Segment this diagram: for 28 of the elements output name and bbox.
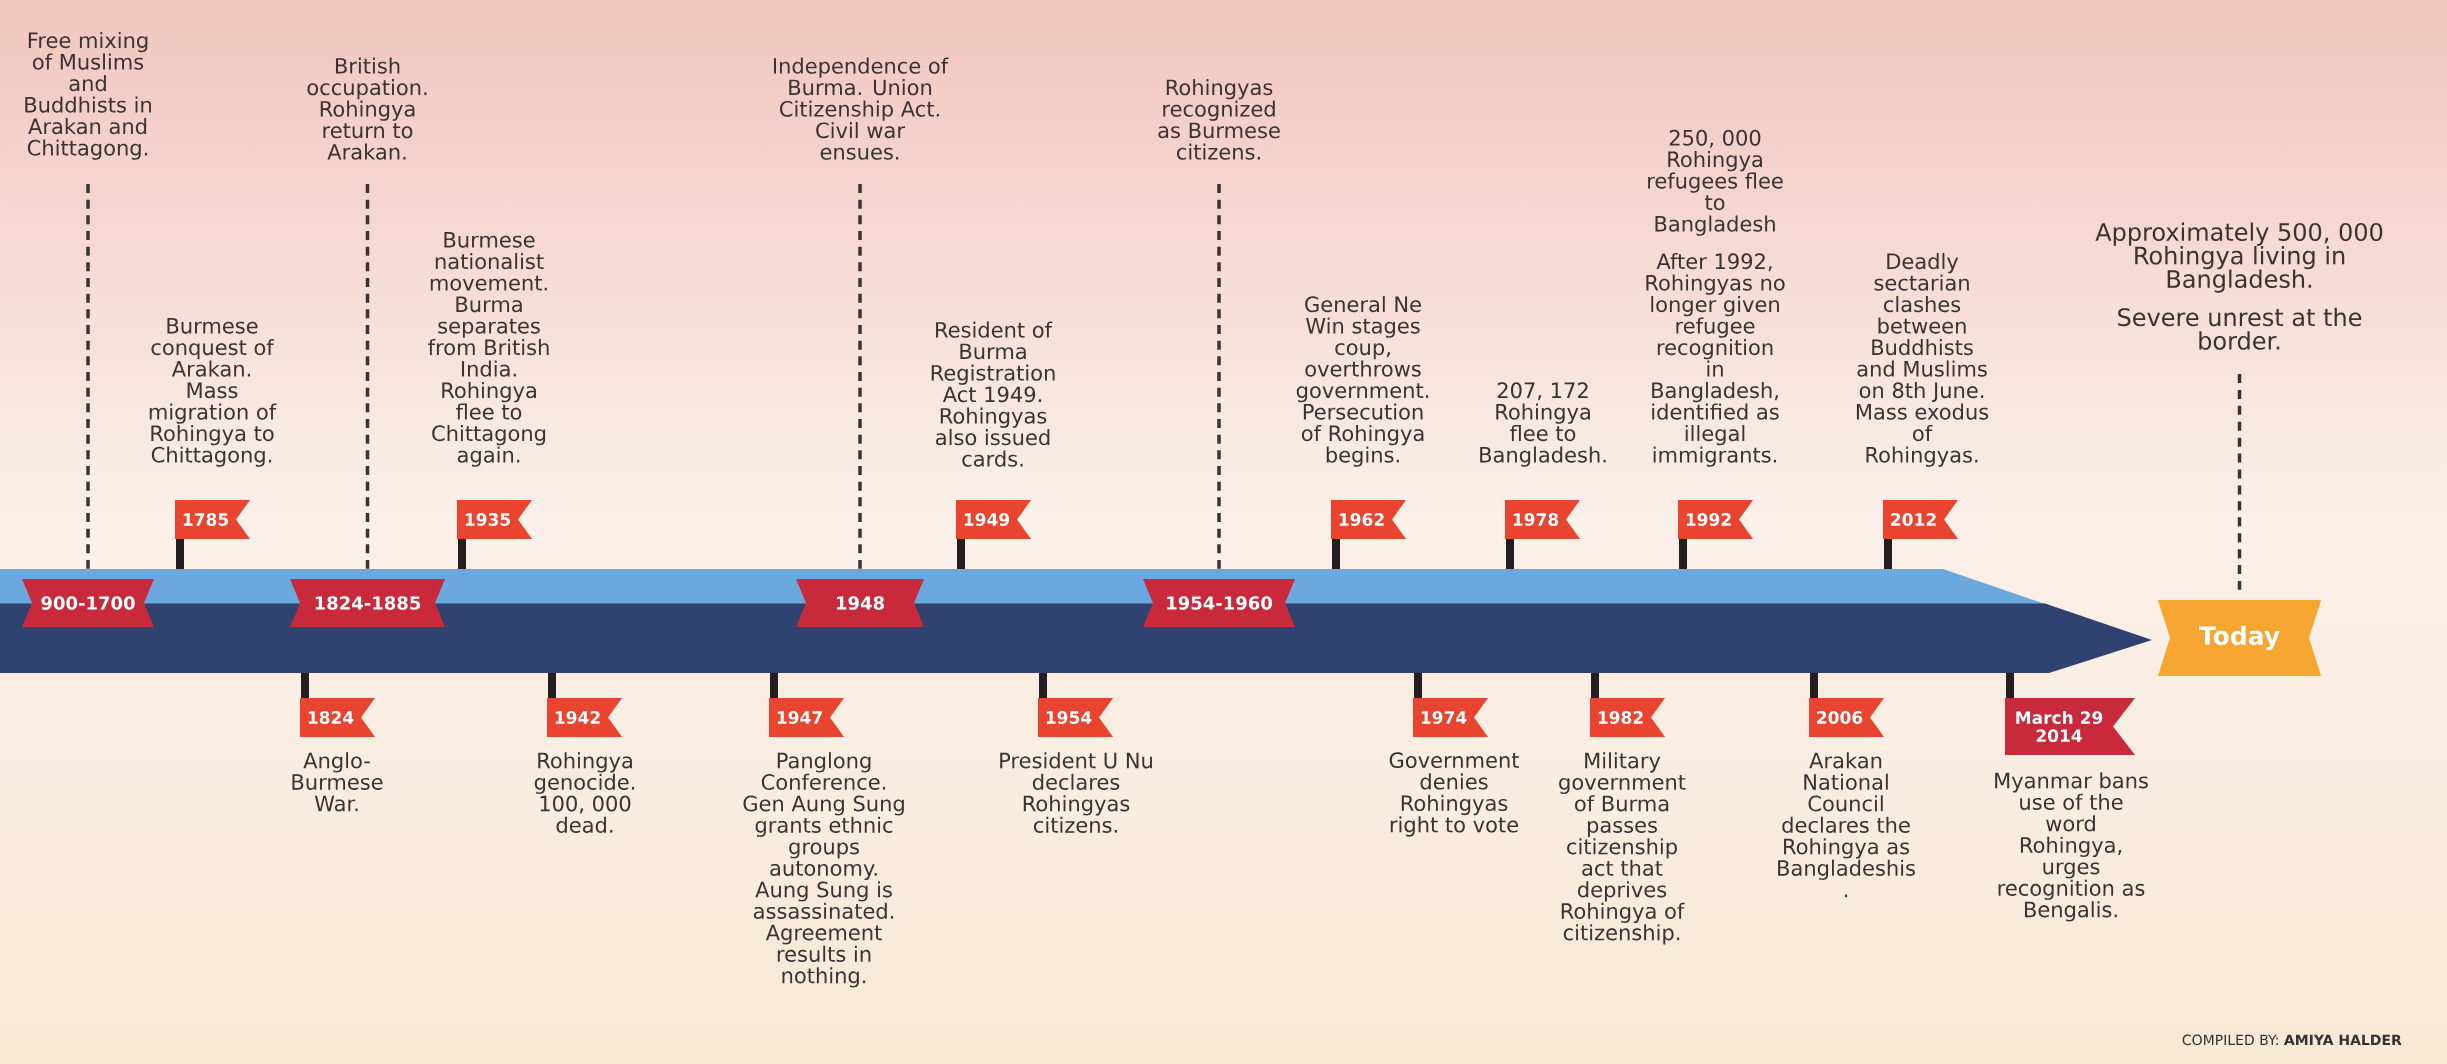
credit-text: COMPILED BY: AMIYA HALDER — [2182, 1034, 2402, 1046]
event-description: Anglo- Burmese War. — [292, 752, 383, 812]
event-description: Rohingya genocide. 100, 000 dead. — [534, 752, 635, 833]
event-description: Deadly sectarian clashes between Buddhists and Muslims on 8th June. Mass exodus of Rohingyas. — [1856, 252, 1989, 467]
event-description: Arakan National Council declares the Rohingya as Bangladeshis . — [1778, 752, 1915, 898]
event-description: After 1992, Rohingyas no longer given refugee recognition in Bangladesh, identified as illegal immigrants. — [1646, 252, 1785, 467]
event-description: Rohingyas recognized as Burmese citizens. — [1158, 79, 1280, 160]
dashed-line — [1217, 184, 1221, 569]
event-description: 250, 000 Rohingya refugees flee to Bangladesh — [1648, 129, 1783, 236]
event-description: Severe unrest at the border. — [2118, 307, 2362, 350]
event-description: Panglong Conference. Gen Aung Sung grants ethnic groups autonomy. Aung Sung is assassinated. Agreement results in nothing. — [743, 752, 904, 988]
dashed-line — [858, 184, 862, 569]
event-description: Burmese nationalist movement. Burma separates from British India. Rohingya flee to Chittagong again. — [428, 232, 549, 467]
event-description: Government denies Rohingyas right to vote — [1389, 752, 1519, 837]
event-description: Myanmar bans use of the word Rohingya, urges recognition as Bengalis. — [1995, 772, 2148, 922]
event-description: Free mixing of Muslims and Buddhists in Arakan and Chittagong. — [25, 31, 151, 160]
event-description: Burmese conquest of Arakan. Mass migration of Rohingya to Chittagong. — [149, 318, 277, 467]
dashed-line — [2237, 374, 2242, 590]
event-description: General Ne Win stages coup, overthrows government. Persecution of Rohingya begins. — [1296, 295, 1429, 467]
event-description: Approximately 500, 000 Rohingya living in Bangladesh. — [2095, 222, 2383, 293]
event-description: British occupation. Rohingya return to Arakan. — [307, 57, 427, 160]
event-description: President U Nu declares Rohingyas citizens. — [1000, 752, 1152, 833]
event-description: Independence of Burma. Union Citizenship Act. Civil war ensues. — [773, 57, 949, 160]
event-description: Resident of Burma Registration Act 1949. Rohingyas also issued cards. — [931, 321, 1055, 467]
event-description: Military government of Burma passes citizenship act that deprives Rohingya of citizenship. — [1559, 752, 1686, 945]
dashed-line — [86, 184, 90, 569]
event-description: 207, 172 Rohingya flee to Bangladesh. — [1480, 382, 1606, 467]
dashed-line — [365, 184, 370, 569]
